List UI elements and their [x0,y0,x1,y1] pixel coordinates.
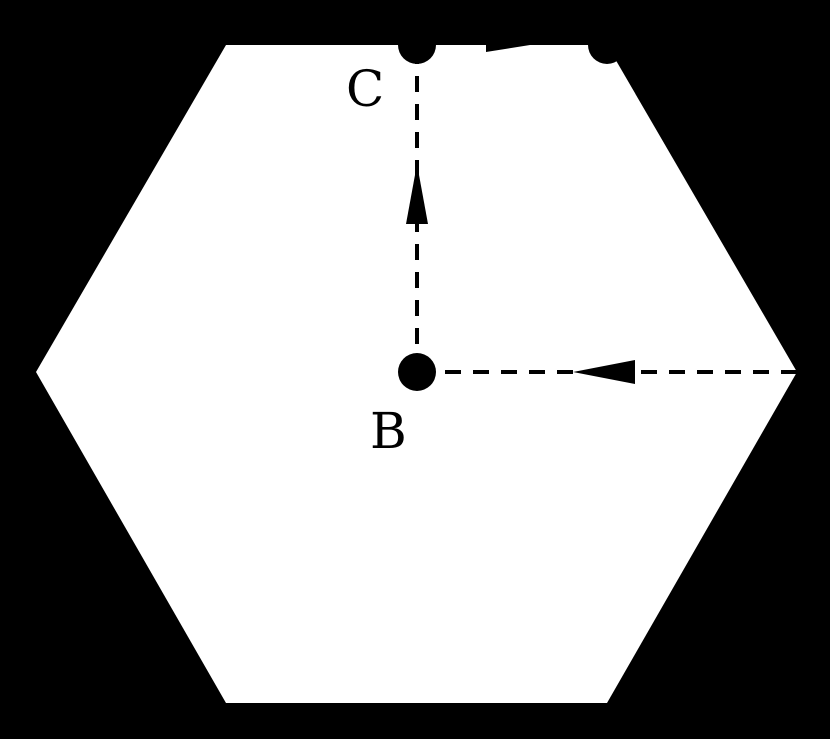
arrow-left-icon [573,360,635,384]
label-b: B [370,402,407,460]
arrow-up-icon [406,164,428,224]
point-b-dot [398,353,436,391]
arrow-left-top-icon [486,45,530,52]
label-c: C [346,60,384,118]
